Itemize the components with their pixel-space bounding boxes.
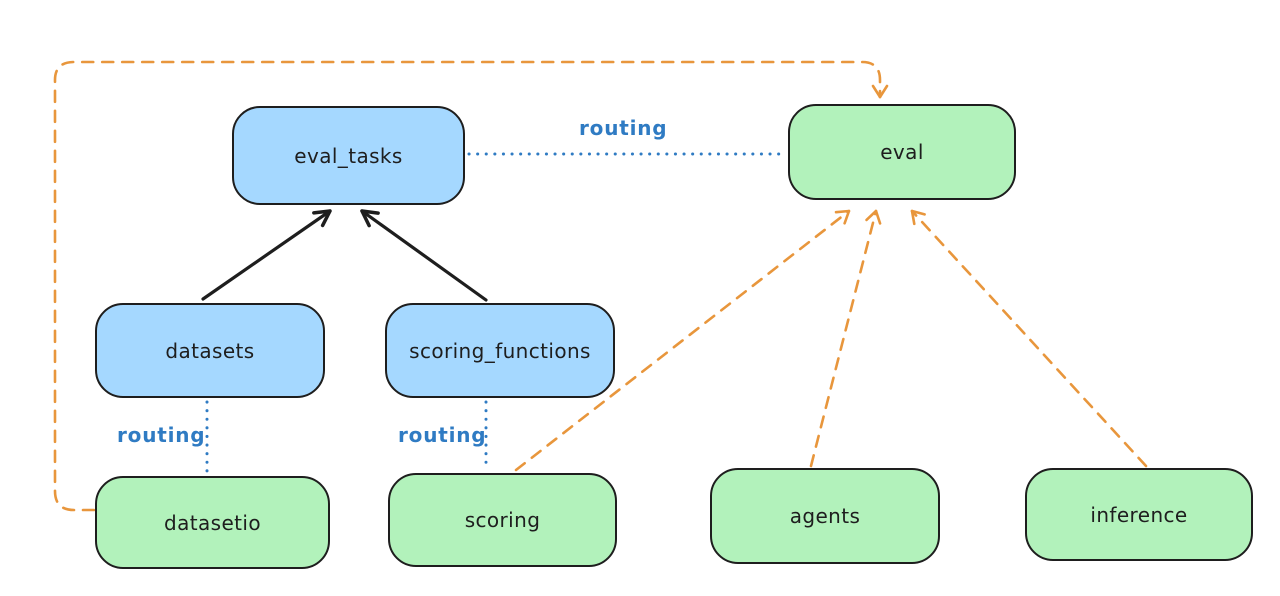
edge-label-routing-eval-tasks-eval: routing: [579, 116, 668, 140]
node-inference: inference: [1025, 468, 1253, 561]
node-eval-tasks-label: eval_tasks: [294, 143, 403, 168]
node-datasetio: datasetio: [95, 476, 330, 569]
edge-label-routing-datasets-datasetio: routing: [117, 423, 206, 447]
node-scoring-functions-label: scoring_functions: [409, 338, 591, 363]
node-scoring-label: scoring: [464, 508, 541, 532]
node-eval: eval: [788, 104, 1016, 200]
node-eval-label: eval: [880, 140, 924, 164]
edge-scoring-to-eval: [514, 209, 851, 472]
node-agents: agents: [710, 468, 940, 564]
node-datasetio-label: datasetio: [163, 510, 261, 535]
edge-label-routing-scoring-functions-scoring: routing: [398, 423, 487, 447]
edge-inference-to-eval: [910, 209, 1148, 468]
node-datasets: datasets: [95, 303, 325, 398]
node-scoring: scoring: [388, 473, 617, 567]
node-agents-label: agents: [789, 504, 861, 528]
edge-scoring-functions-to-eval-tasks: [360, 209, 488, 302]
node-datasets-label: datasets: [165, 338, 255, 363]
edge-agents-to-eval: [809, 209, 882, 468]
node-eval-tasks: eval_tasks: [232, 106, 465, 205]
node-scoring-functions: scoring_functions: [385, 303, 615, 398]
edge-datasets-to-eval-tasks: [201, 209, 332, 301]
node-inference-label: inference: [1090, 502, 1188, 527]
